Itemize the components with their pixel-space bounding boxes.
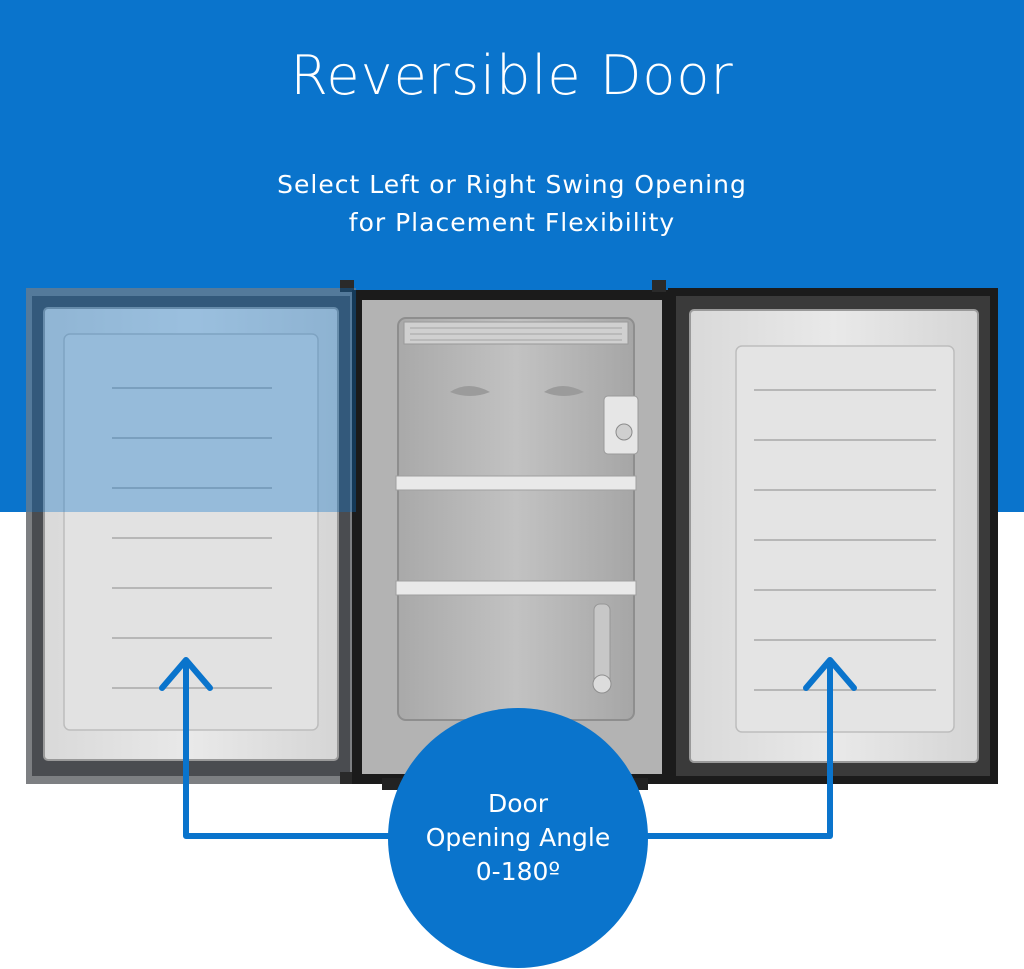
opening-angle-badge: Door Opening Angle 0-180º (388, 708, 648, 968)
left-door-panel (26, 280, 356, 784)
left-up-arrow-icon (159, 657, 213, 691)
page-title: Reversible Door (290, 44, 734, 107)
page-subtitle: Select Left or Right Swing Opening for P… (0, 166, 1024, 242)
badge-line-2: Opening Angle (425, 823, 611, 852)
badge-line-3: 0-180º (475, 857, 561, 886)
right-up-arrow-icon (803, 657, 857, 691)
right-door-panel (652, 280, 998, 784)
center-cabinet (352, 290, 672, 790)
badge-line-1: Door (487, 789, 549, 818)
subtitle-line-1: Select Left or Right Swing Opening (277, 170, 747, 199)
subtitle-line-2: for Placement Flexibility (348, 208, 676, 237)
connector-lines (183, 661, 833, 839)
left-door-highlight (26, 288, 356, 512)
